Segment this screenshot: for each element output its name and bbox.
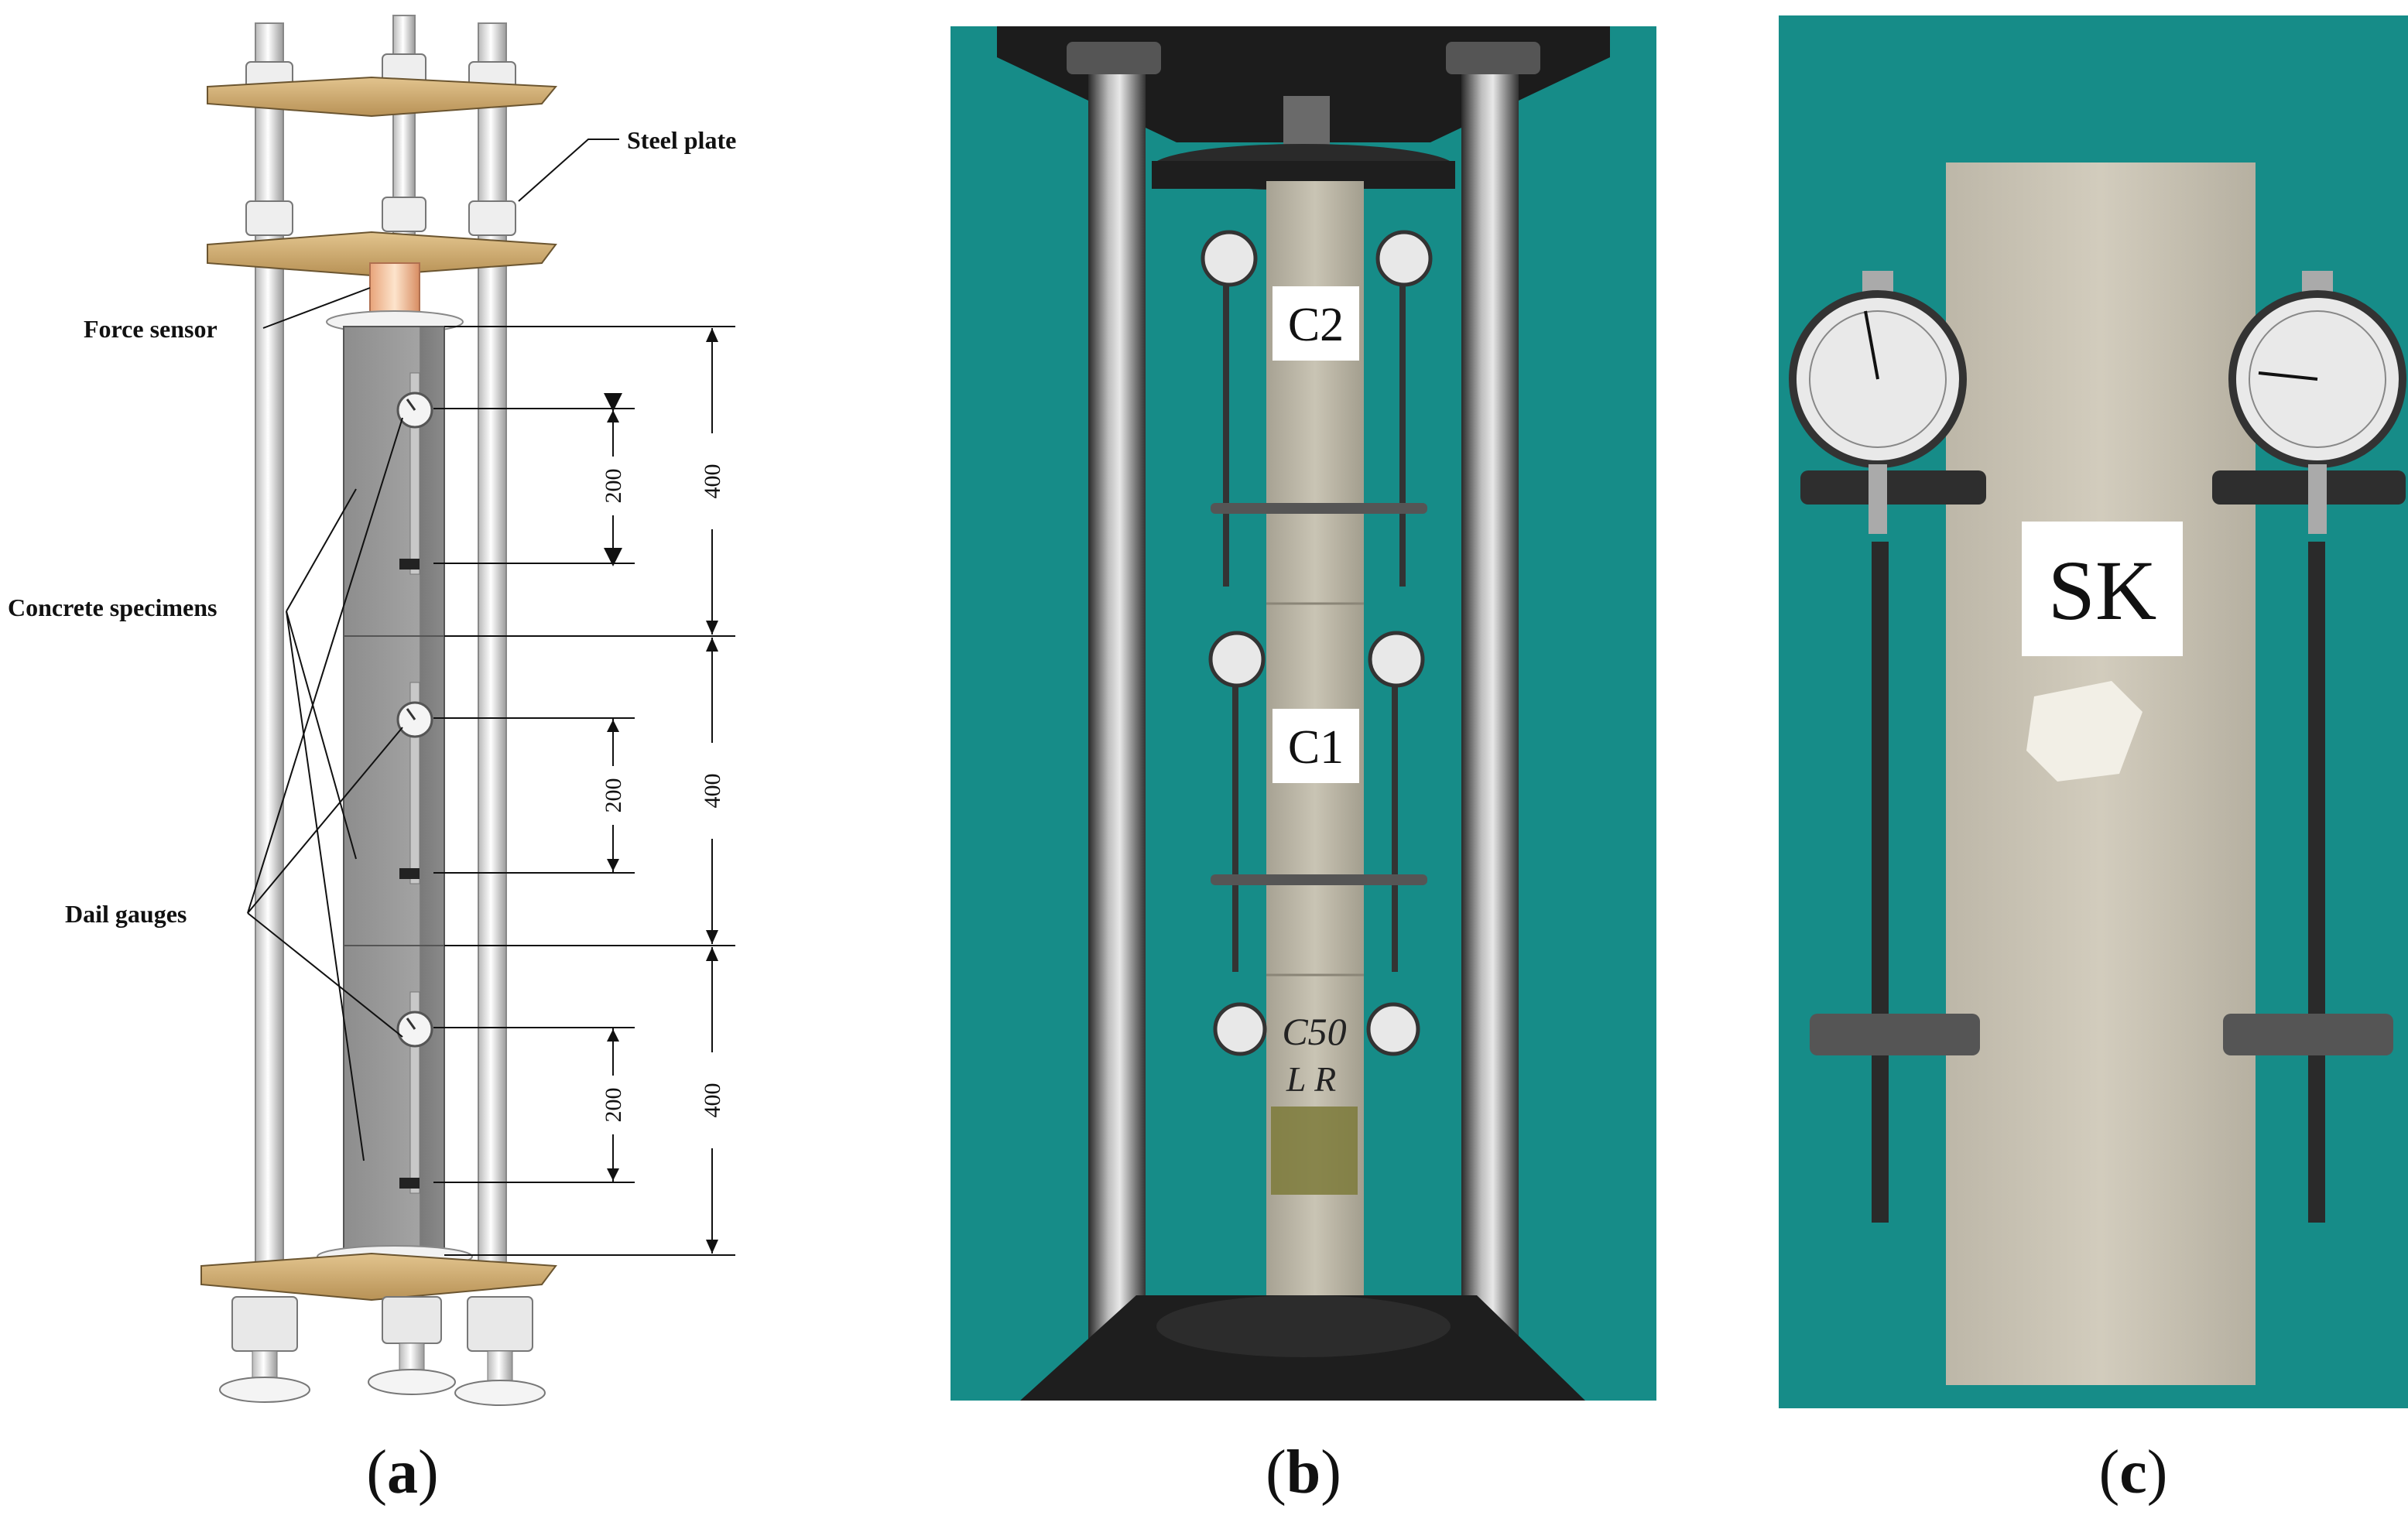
dim-200-3: 200 bbox=[601, 1088, 626, 1123]
force-sensor bbox=[369, 262, 420, 315]
label-concrete-specimens: Concrete specimens bbox=[8, 593, 217, 621]
specimen-length-dimensions bbox=[444, 326, 735, 1256]
sk-label-box bbox=[2022, 522, 2183, 656]
label-dial-gauges: Dail gauges bbox=[65, 900, 187, 928]
label-steel-plate: Steel plate bbox=[627, 126, 736, 154]
specimen-length-arrowheads bbox=[706, 328, 718, 1254]
base-feet bbox=[219, 1296, 546, 1406]
dim-400-2: 400 bbox=[700, 774, 725, 809]
panel-a-schematic: 200 200 200 400 400 400 Steel plate Forc… bbox=[8, 15, 736, 1406]
surface-patch bbox=[2026, 681, 2143, 782]
handwriting-lr: L R bbox=[1286, 1059, 1336, 1099]
label-sk: SK bbox=[2048, 543, 2157, 638]
label-force-sensor: Force sensor bbox=[84, 315, 218, 343]
dial-gauge-left bbox=[1789, 271, 1967, 534]
rods bbox=[245, 15, 516, 1278]
left-threaded-rod bbox=[1088, 42, 1146, 1388]
dim-200-2: 200 bbox=[601, 778, 626, 813]
caption-a: (a) bbox=[366, 1438, 439, 1507]
right-gauge-rod bbox=[2308, 542, 2325, 1223]
bottom-steel-plate bbox=[200, 1252, 557, 1302]
caption-c: (c) bbox=[2098, 1438, 2168, 1507]
caption-b: (b) bbox=[1266, 1438, 1341, 1507]
dim-200-1: 200 bbox=[601, 469, 626, 504]
dial-gauges-photo bbox=[1201, 230, 1433, 1056]
sample-patch bbox=[1271, 1107, 1358, 1195]
gauge-length-arrowheads bbox=[607, 410, 619, 1181]
dim-400-1: 400 bbox=[700, 464, 725, 499]
panel-b-photo: C2 C1 C50 L R bbox=[951, 26, 1656, 1401]
upper-steel-plate bbox=[207, 231, 557, 277]
dim-400-3: 400 bbox=[700, 1083, 725, 1118]
label-c2: C2 bbox=[1288, 299, 1344, 351]
c1-label-box bbox=[1273, 709, 1359, 783]
concrete-specimens bbox=[343, 326, 445, 1256]
handwriting-c50: C50 bbox=[1282, 1010, 1346, 1053]
dial-gauges bbox=[396, 372, 433, 1194]
leader-lines bbox=[247, 139, 619, 1161]
dial-gauge-right bbox=[2228, 271, 2406, 534]
left-gauge-rod bbox=[1872, 542, 1889, 1223]
label-c1: C1 bbox=[1288, 721, 1344, 774]
right-threaded-rod bbox=[1461, 42, 1519, 1388]
top-steel-plate bbox=[207, 76, 558, 118]
panel-c-photo: SK bbox=[1779, 15, 2408, 1408]
c2-label-box bbox=[1273, 286, 1359, 361]
